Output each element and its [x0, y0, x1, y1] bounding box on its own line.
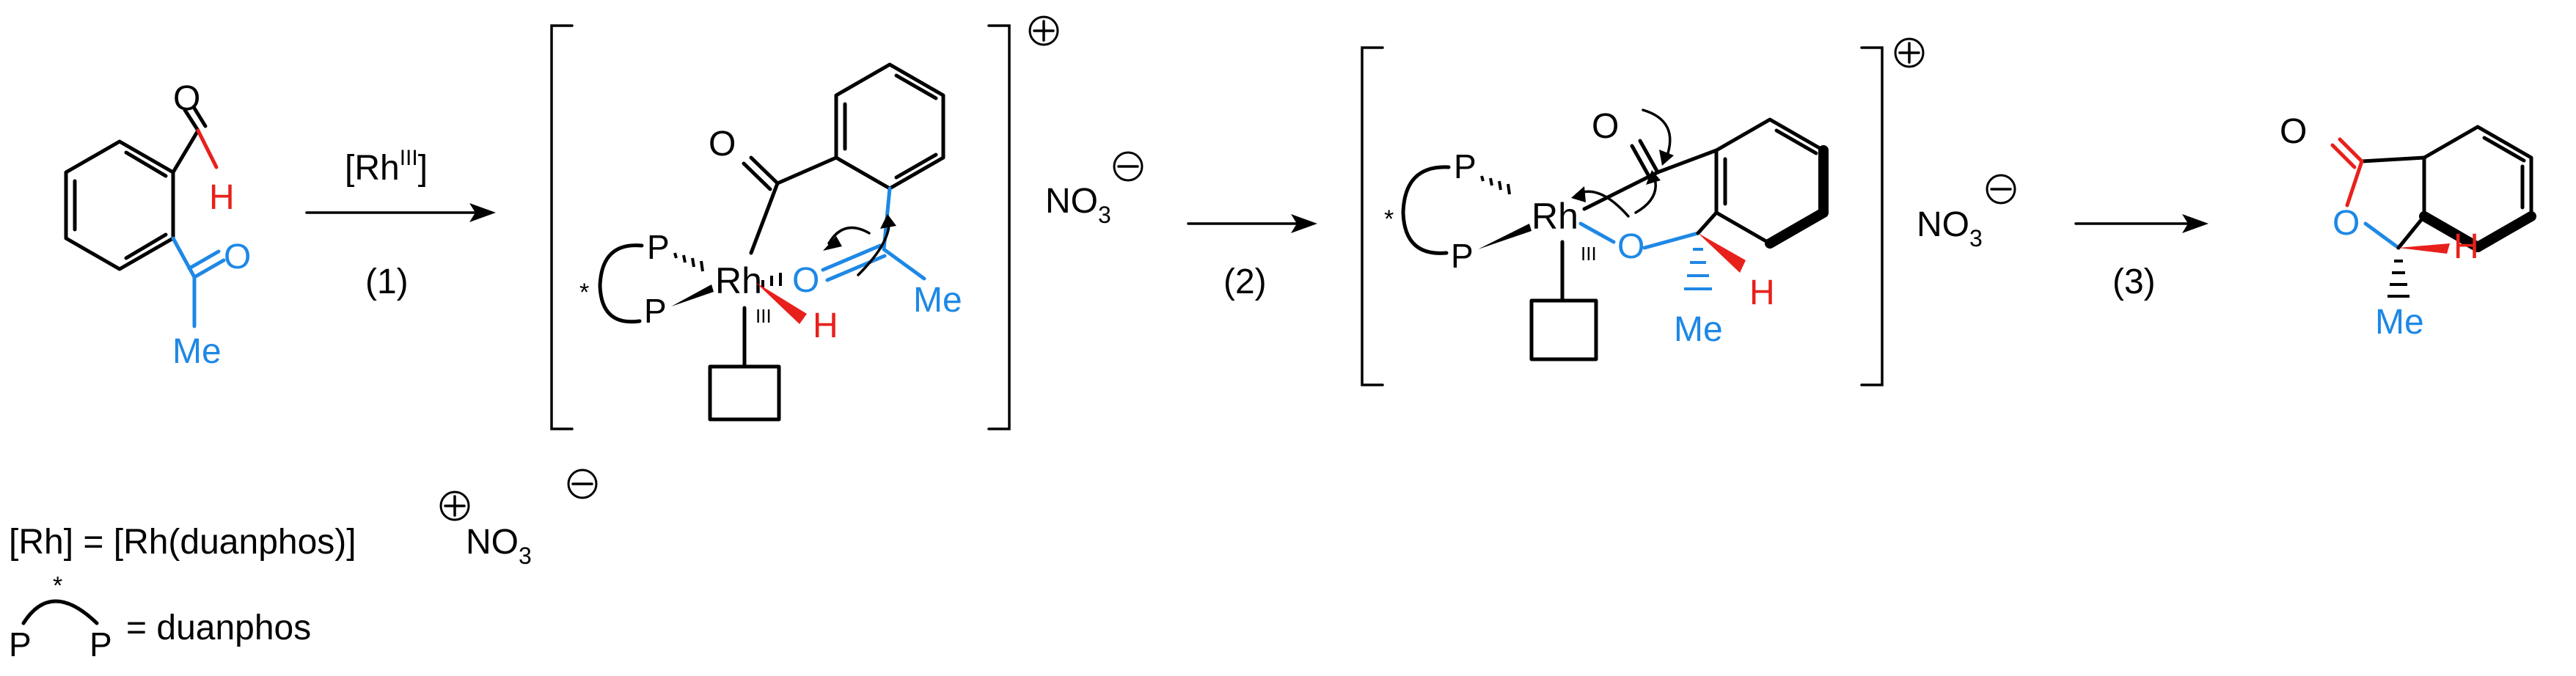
- svg-text:III: III: [755, 305, 772, 327]
- intermediate-1: O Rh III P P * O Me H: [550, 15, 1144, 430]
- svg-text:NO3: NO3: [1917, 205, 1983, 251]
- arrow-step-3: (3): [2074, 214, 2209, 301]
- svg-text:H: H: [2454, 227, 2479, 266]
- svg-text:[RhIII]: [RhIII]: [345, 146, 428, 188]
- svg-text:Me: Me: [913, 281, 962, 320]
- svg-text:P: P: [644, 292, 667, 330]
- step-1-label: (1): [365, 262, 409, 301]
- svg-text:III: III: [1581, 243, 1597, 265]
- rh-center-2: Rh: [1532, 196, 1578, 237]
- svg-text:NO3: NO3: [1045, 182, 1111, 228]
- step-2-label: (2): [1223, 262, 1267, 301]
- legend-rh-definition: [Rh] = [Rh(duanphos)]: [9, 523, 356, 562]
- svg-text:H: H: [1749, 273, 1775, 312]
- svg-text:P: P: [1451, 237, 1474, 275]
- ketone-me: Me: [172, 332, 222, 371]
- arrow-step-2: (2): [1187, 214, 1317, 301]
- svg-text:O: O: [1617, 227, 1644, 266]
- ketone-o: O: [224, 238, 251, 276]
- step-3-label: (3): [2112, 262, 2156, 301]
- intermediate-2: P P * Rh III O O H Me: [1361, 37, 2016, 386]
- svg-text:O: O: [2332, 204, 2360, 243]
- legend: [Rh] = [Rh(duanphos)] NO3 * P P = duanph…: [9, 469, 598, 664]
- aldehyde-h: H: [209, 178, 235, 217]
- svg-text:*: *: [1384, 205, 1394, 233]
- svg-text:O: O: [1592, 107, 1619, 146]
- rh-center-1: Rh: [715, 260, 762, 301]
- svg-text:P: P: [647, 228, 670, 266]
- starting-material: O H O Me: [64, 79, 251, 371]
- svg-text:*: *: [579, 279, 589, 306]
- legend-duanphos: = duanphos: [126, 609, 311, 647]
- svg-text:NO3: NO3: [466, 523, 532, 569]
- aldehyde-o: O: [173, 79, 200, 118]
- svg-text:O: O: [2280, 112, 2307, 151]
- svg-text:P: P: [1454, 147, 1477, 185]
- svg-text:P: P: [9, 625, 32, 664]
- svg-text:H: H: [813, 306, 838, 345]
- product-phthalide: O O H Me: [2280, 112, 2536, 342]
- svg-text:Me: Me: [1674, 310, 1723, 349]
- acyl-o: O: [709, 125, 736, 164]
- coordinated-o: O: [792, 261, 819, 300]
- svg-text:*: *: [53, 572, 62, 600]
- arrow-step-1: [RhIII] (1): [305, 146, 496, 301]
- svg-text:P: P: [89, 625, 112, 664]
- svg-text:Me: Me: [2375, 303, 2424, 342]
